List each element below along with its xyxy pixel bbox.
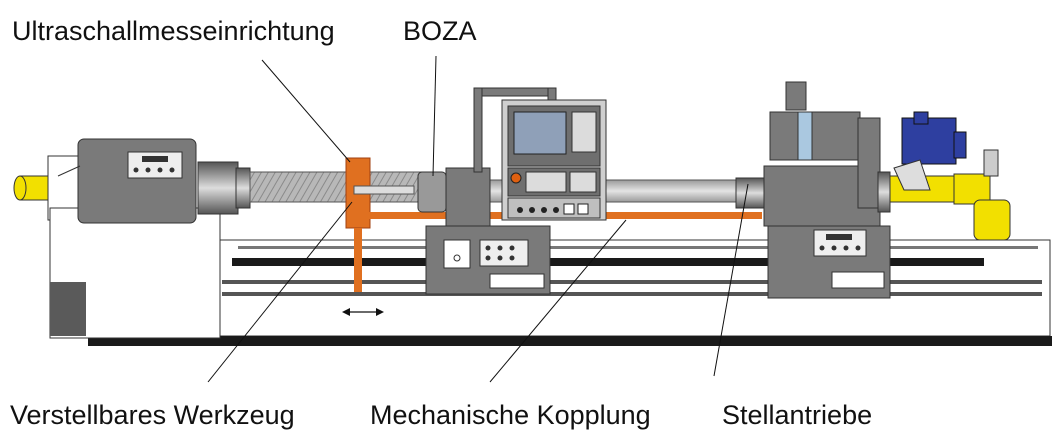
- label-boza: BOZA: [403, 16, 477, 46]
- motor-actuator: [769, 81, 891, 213]
- tailstock: [735, 165, 891, 299]
- adjustable-tool: [345, 157, 415, 292]
- leader-lines: [207, 55, 749, 383]
- machine-bed: [88, 239, 1052, 346]
- boza-carriage: [417, 167, 551, 295]
- hydraulic-unit: [889, 111, 1011, 241]
- cnc-control-panel: [473, 87, 607, 221]
- chuck: [197, 161, 251, 215]
- label-adjustable-tool: Verstellbares Werkzeug: [10, 400, 295, 430]
- adjust-arrow: [342, 308, 384, 316]
- label-mechanical-coupling: Mechanische Kopplung: [370, 400, 651, 430]
- label-ultrasonic-measuring: Ultraschallmesseinrichtung: [12, 16, 335, 46]
- label-actuators: Stellantriebe: [722, 400, 873, 430]
- headstock: [13, 138, 221, 339]
